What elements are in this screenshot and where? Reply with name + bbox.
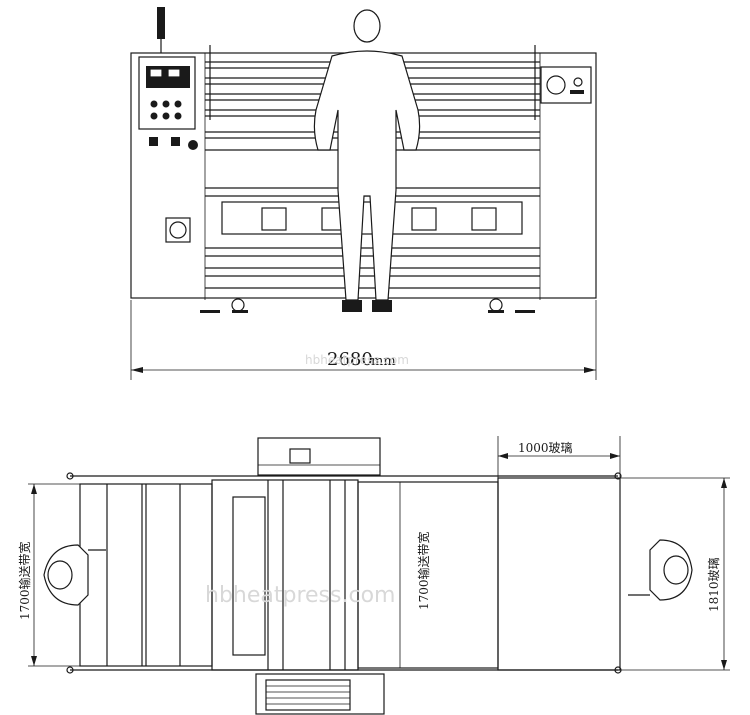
feed-belt <box>79 483 213 667</box>
control-panel <box>138 56 198 150</box>
width-unit: mm <box>371 354 396 369</box>
glass-width-dimension <box>620 477 730 671</box>
watermark-top: hbheatpress.com <box>205 583 395 608</box>
warning-light-icon <box>157 7 165 53</box>
caster-wheels <box>200 298 535 313</box>
heater-housing <box>257 437 381 476</box>
glass-table <box>357 477 621 671</box>
glass-width-label: 1810玻璃 <box>707 557 721 612</box>
electrical-box <box>255 673 385 715</box>
width-dimension <box>130 300 597 380</box>
operator-right-icon <box>628 539 693 601</box>
belt-width-center-label: 1700输送带宽 <box>416 531 431 610</box>
heating-drum-section <box>211 479 359 671</box>
operator-left-icon <box>43 544 106 606</box>
right-control-box <box>540 66 592 104</box>
belt-width-left-label: 1700输送带宽 <box>17 541 32 620</box>
roller-stack-bottom <box>205 247 540 289</box>
width-value: 2680 <box>327 349 373 370</box>
top-view: 1000玻璃 1700输送带宽 1700输送带宽 1810玻璃 hbheatpr… <box>17 436 730 715</box>
watermark-front: hbheatpress.com <box>305 353 409 367</box>
front-view: 2680 mm hbheatpress.com <box>130 7 597 380</box>
glass-length-label: 1000玻璃 <box>518 441 573 455</box>
glass-length-dimension <box>497 436 621 478</box>
motor-box <box>165 217 191 243</box>
operator-figure <box>313 9 421 312</box>
belt-width-left-dimension <box>28 483 80 667</box>
